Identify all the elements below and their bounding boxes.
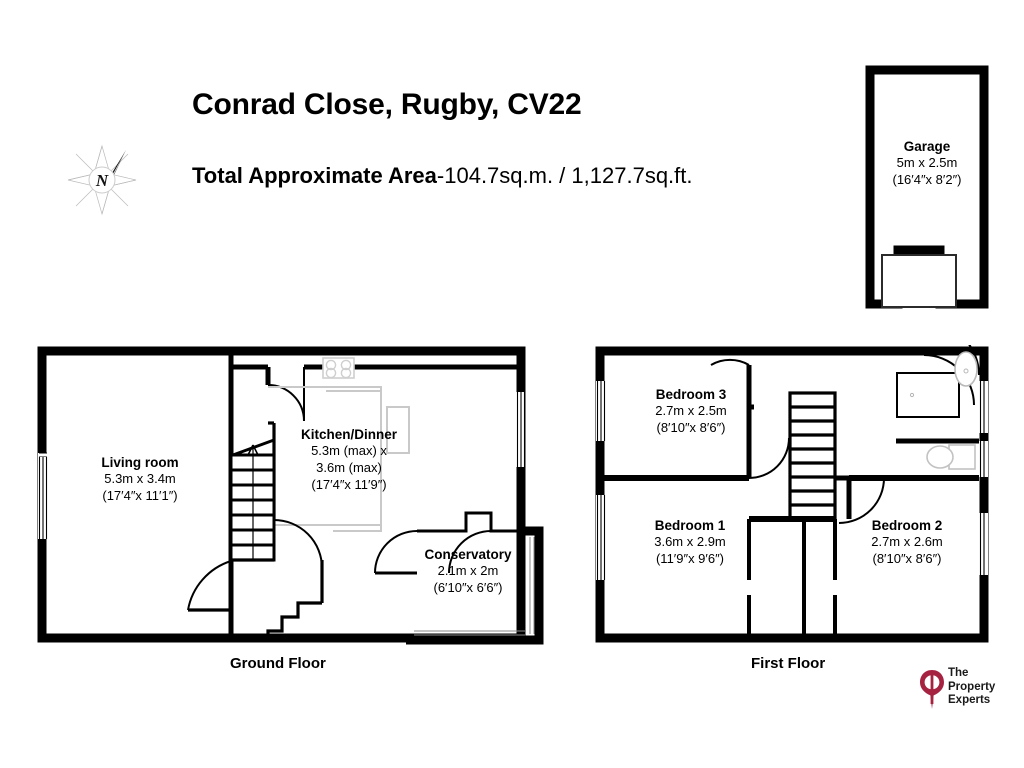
landing-door-arc-a [748, 437, 790, 479]
conservatory-glazing [414, 537, 535, 636]
ground-floor-caption: Ground Floor [230, 655, 326, 672]
bedroom-3-name: Bedroom 3 [655, 387, 727, 402]
room-label-kitchen-dinner: Kitchen/Dinner 5.3m (max) x 3.6m (max) (… [281, 426, 417, 493]
ground-window-left-main [38, 457, 48, 539]
kitchen-tall-unit [386, 406, 410, 454]
bed2-door-arc [838, 477, 885, 524]
property-experts-pin-icon [920, 670, 944, 709]
logo-line-2: Property [948, 680, 996, 693]
bedroom-2-name: Bedroom 2 [871, 518, 943, 533]
logo-line-1: The [948, 667, 969, 679]
ground-outer-wall [37, 346, 526, 643]
total-area-line: Total Approximate Area-104.7sq.m. / 1,12… [192, 163, 693, 189]
garage-metric: 5m x 2.5m [896, 155, 958, 171]
garage-plan [862, 62, 992, 312]
kitchen-dinner-imperial: (17′4″x 11′9″) [311, 476, 387, 492]
conservatory-metric: 2.1m x 2m [437, 563, 499, 579]
ground-front-door-arc [187, 560, 232, 611]
kitchen-hob-icon [322, 357, 355, 379]
living-room-metric: 5.3m x 3.4m [104, 471, 176, 487]
ground-window-right [516, 392, 526, 467]
total-area-label: Total Approximate Area [192, 163, 437, 188]
first-window-right-wc [979, 441, 988, 477]
page-title: Conrad Close, Rugby, CV22 [192, 88, 582, 121]
total-area-separator: - [436, 163, 445, 188]
bedroom-1-metric: 3.6m x 2.9m [654, 534, 726, 550]
room-label-garage: Garage 5m x 2.5m (16′4″x 8′2″) [868, 138, 986, 189]
ground-window-left-upper [38, 452, 47, 458]
kitchen-back-door-arc [374, 530, 418, 574]
ground-front-door-wall [188, 608, 233, 636]
bathtub-icon [896, 372, 960, 418]
kitchen-island-outline [326, 390, 382, 532]
conservatory-door-arc [448, 530, 492, 574]
property-experts-logo: The Property Experts [918, 667, 1018, 712]
bedroom-1-name: Bedroom 1 [654, 518, 726, 533]
room-label-conservatory: Conservatory 2.1m x 2m (6′10″x 6′6″) [404, 546, 532, 597]
first-window-right-bed2 [979, 513, 988, 575]
bedroom-1-imperial: (11′9″x 9′6″) [655, 550, 725, 566]
conservatory-imperial: (6′10″x 6′6″) [433, 579, 503, 595]
bedroom-3-imperial: (8′10″x 8′6″) [656, 419, 726, 435]
first-floor-caption: First Floor [751, 655, 826, 672]
toilet-icon [926, 444, 976, 470]
ground-floor-plan [36, 345, 546, 650]
garage-outer-wall [865, 65, 989, 309]
garage-name: Garage [903, 139, 951, 154]
bedroom-2-metric: 2.7m x 2.6m [871, 534, 943, 550]
compass-north-letter: N [95, 171, 109, 190]
compass-rose-icon: N [62, 140, 142, 220]
first-staircase [788, 391, 837, 521]
first-floor-plan [594, 345, 990, 650]
first-window-right-bath [979, 381, 988, 433]
bedroom-2-imperial: (8′10″x 8′6″) [872, 550, 942, 566]
ground-stair-up-arrow [247, 444, 259, 456]
first-window-left-bed1 [596, 495, 606, 580]
living-room-imperial: (17′4″x 11′1″) [102, 487, 178, 503]
ground-hall-door-arc [273, 519, 323, 569]
garage-door [881, 254, 957, 308]
bathroom-door-arc-top [968, 345, 980, 376]
kitchen-dinner-metric-2: 3.6m (max) [316, 459, 382, 475]
room-label-living-room: Living room 5.3m x 3.4m (17′4″x 11′1″) [60, 454, 220, 505]
bedroom-3-metric: 2.7m x 2.5m [655, 403, 727, 419]
garage-imperial: (16′4″x 8′2″) [892, 171, 962, 187]
bed3-door-arc [710, 358, 750, 366]
property-experts-wordmark: The Property Experts [948, 667, 995, 708]
ground-understairs-step-wall [266, 601, 322, 636]
first-window-left-bed3 [596, 381, 606, 441]
logo-line-3: Experts [948, 694, 991, 707]
kitchen-dinner-name: Kitchen/Dinner [300, 427, 397, 442]
room-label-bedroom-1: Bedroom 1 3.6m x 2.9m (11′9″x 9′6″) [619, 517, 761, 568]
kitchen-dinner-metric-1: 5.3m (max) x [311, 443, 387, 459]
living-room-name: Living room [101, 455, 179, 470]
room-label-bedroom-2: Bedroom 2 2.7m x 2.6m (8′10″x 8′6″) [836, 517, 978, 568]
total-area-value: 104.7sq.m. / 1,127.7sq.ft. [444, 163, 693, 188]
conservatory-name: Conservatory [424, 547, 512, 562]
conservatory-entry-wall [417, 511, 525, 533]
room-label-bedroom-3: Bedroom 3 2.7m x 2.5m (8′10″x 8′6″) [622, 386, 760, 437]
